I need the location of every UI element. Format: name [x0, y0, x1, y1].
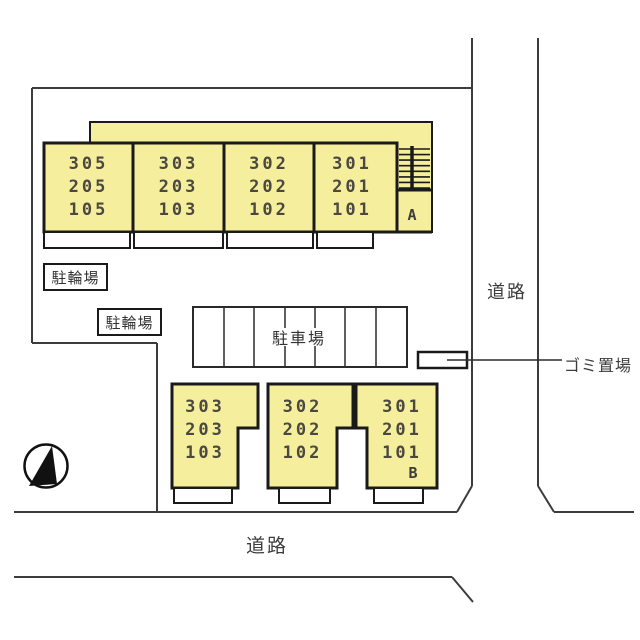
building-b-block	[354, 382, 439, 490]
building-a-label: A	[407, 206, 417, 224]
unit-number: 203	[158, 177, 199, 197]
unit-number: 201	[332, 177, 372, 197]
unit-number: 202	[249, 177, 289, 197]
building-a-unit-dividers	[131, 143, 316, 232]
building-b-label: B	[408, 464, 418, 482]
bicycle-parking-label-1: 駐輪場	[43, 263, 108, 291]
unit-number: 201	[382, 420, 422, 440]
car-parking-label: 駐車場	[267, 328, 331, 348]
building-a-unit-column: 303 203 103	[133, 153, 224, 222]
unit-number: 301	[332, 154, 372, 174]
stairs-hatch-icon	[399, 148, 430, 189]
unit-number: 202	[282, 420, 323, 440]
unit-number: 101	[382, 443, 422, 463]
building-b-block	[266, 382, 355, 490]
unit-number: 302	[282, 397, 323, 417]
unit-number: 203	[185, 420, 225, 440]
unit-number: 103	[185, 443, 225, 463]
unit-number: 302	[249, 154, 289, 174]
boundary-bottom-right-diagonal	[456, 485, 473, 513]
road-label-right: 道路	[487, 282, 527, 303]
building-a-balcony	[133, 231, 224, 249]
parking-lot	[192, 306, 408, 368]
north-arrow-icon	[23, 443, 69, 489]
building-a-unit-column: 305 205 105	[44, 153, 133, 222]
building-b-balcony	[278, 487, 331, 504]
unit-number: 103	[158, 200, 199, 220]
building-b-unit-column: 301 201 101	[367, 396, 437, 465]
building-a-balcony	[316, 231, 374, 249]
road-right-outer-diagonal	[537, 485, 555, 513]
building-b-balcony	[173, 487, 233, 504]
building-b-unit-column: 303 203 103	[172, 396, 238, 465]
building-a-balcony	[43, 231, 131, 249]
building-b-balcony	[373, 487, 424, 504]
building-a-balconies	[43, 231, 374, 249]
garbage-area-label: ゴミ置場	[564, 356, 633, 375]
bicycle-parking-label-2: 駐輪場	[97, 308, 162, 336]
unit-number: 101	[332, 200, 372, 220]
unit-number: 301	[382, 397, 422, 417]
building-b-blocks	[170, 382, 439, 490]
unit-number: 105	[68, 200, 109, 220]
building-b-unit-column: 302 202 102	[268, 396, 337, 465]
unit-number: 303	[185, 397, 225, 417]
building-a-unit-column: 302 202 102	[224, 153, 314, 222]
unit-number: 303	[158, 154, 199, 174]
road-label-bottom: 道路	[246, 535, 289, 557]
unit-number: 205	[68, 177, 109, 197]
unit-number: 102	[282, 443, 323, 463]
building-b-balconies	[173, 487, 424, 504]
unit-number: 305	[68, 154, 109, 174]
road-bottom-outer-diagonal	[451, 576, 474, 603]
parking-stall-dividers	[223, 307, 377, 367]
building-b-block	[170, 382, 260, 490]
building-a-unit-column: 301 201 101	[314, 153, 390, 222]
building-a-balcony	[226, 231, 314, 249]
building-a-unit-row	[42, 141, 399, 234]
unit-number: 102	[249, 200, 289, 220]
